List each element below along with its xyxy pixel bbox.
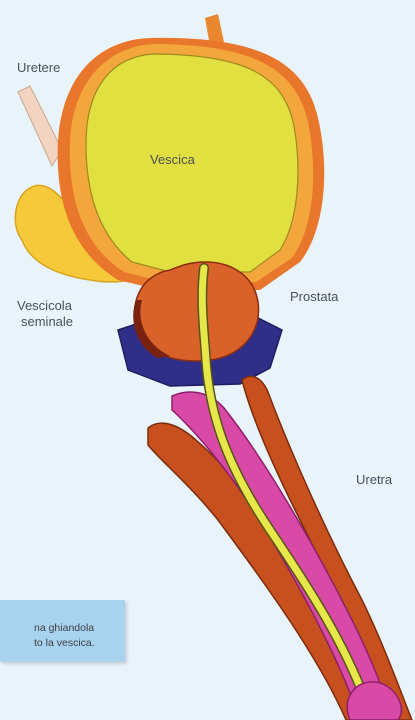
label-vescica: Vescica [150,152,195,167]
caption-line2: to la vescica. [34,637,95,649]
ureter-left [18,86,62,166]
label-uretere: Uretere [17,60,60,75]
label-vescicola-line1: Vescicola [17,298,72,313]
caption-box: na ghiandola to la vescica. [0,600,125,662]
label-vescicola-line2: seminale [21,314,73,329]
caption-line1: na ghiandola [34,622,94,634]
label-prostata: Prostata [290,289,338,304]
label-uretra: Uretra [356,472,392,487]
